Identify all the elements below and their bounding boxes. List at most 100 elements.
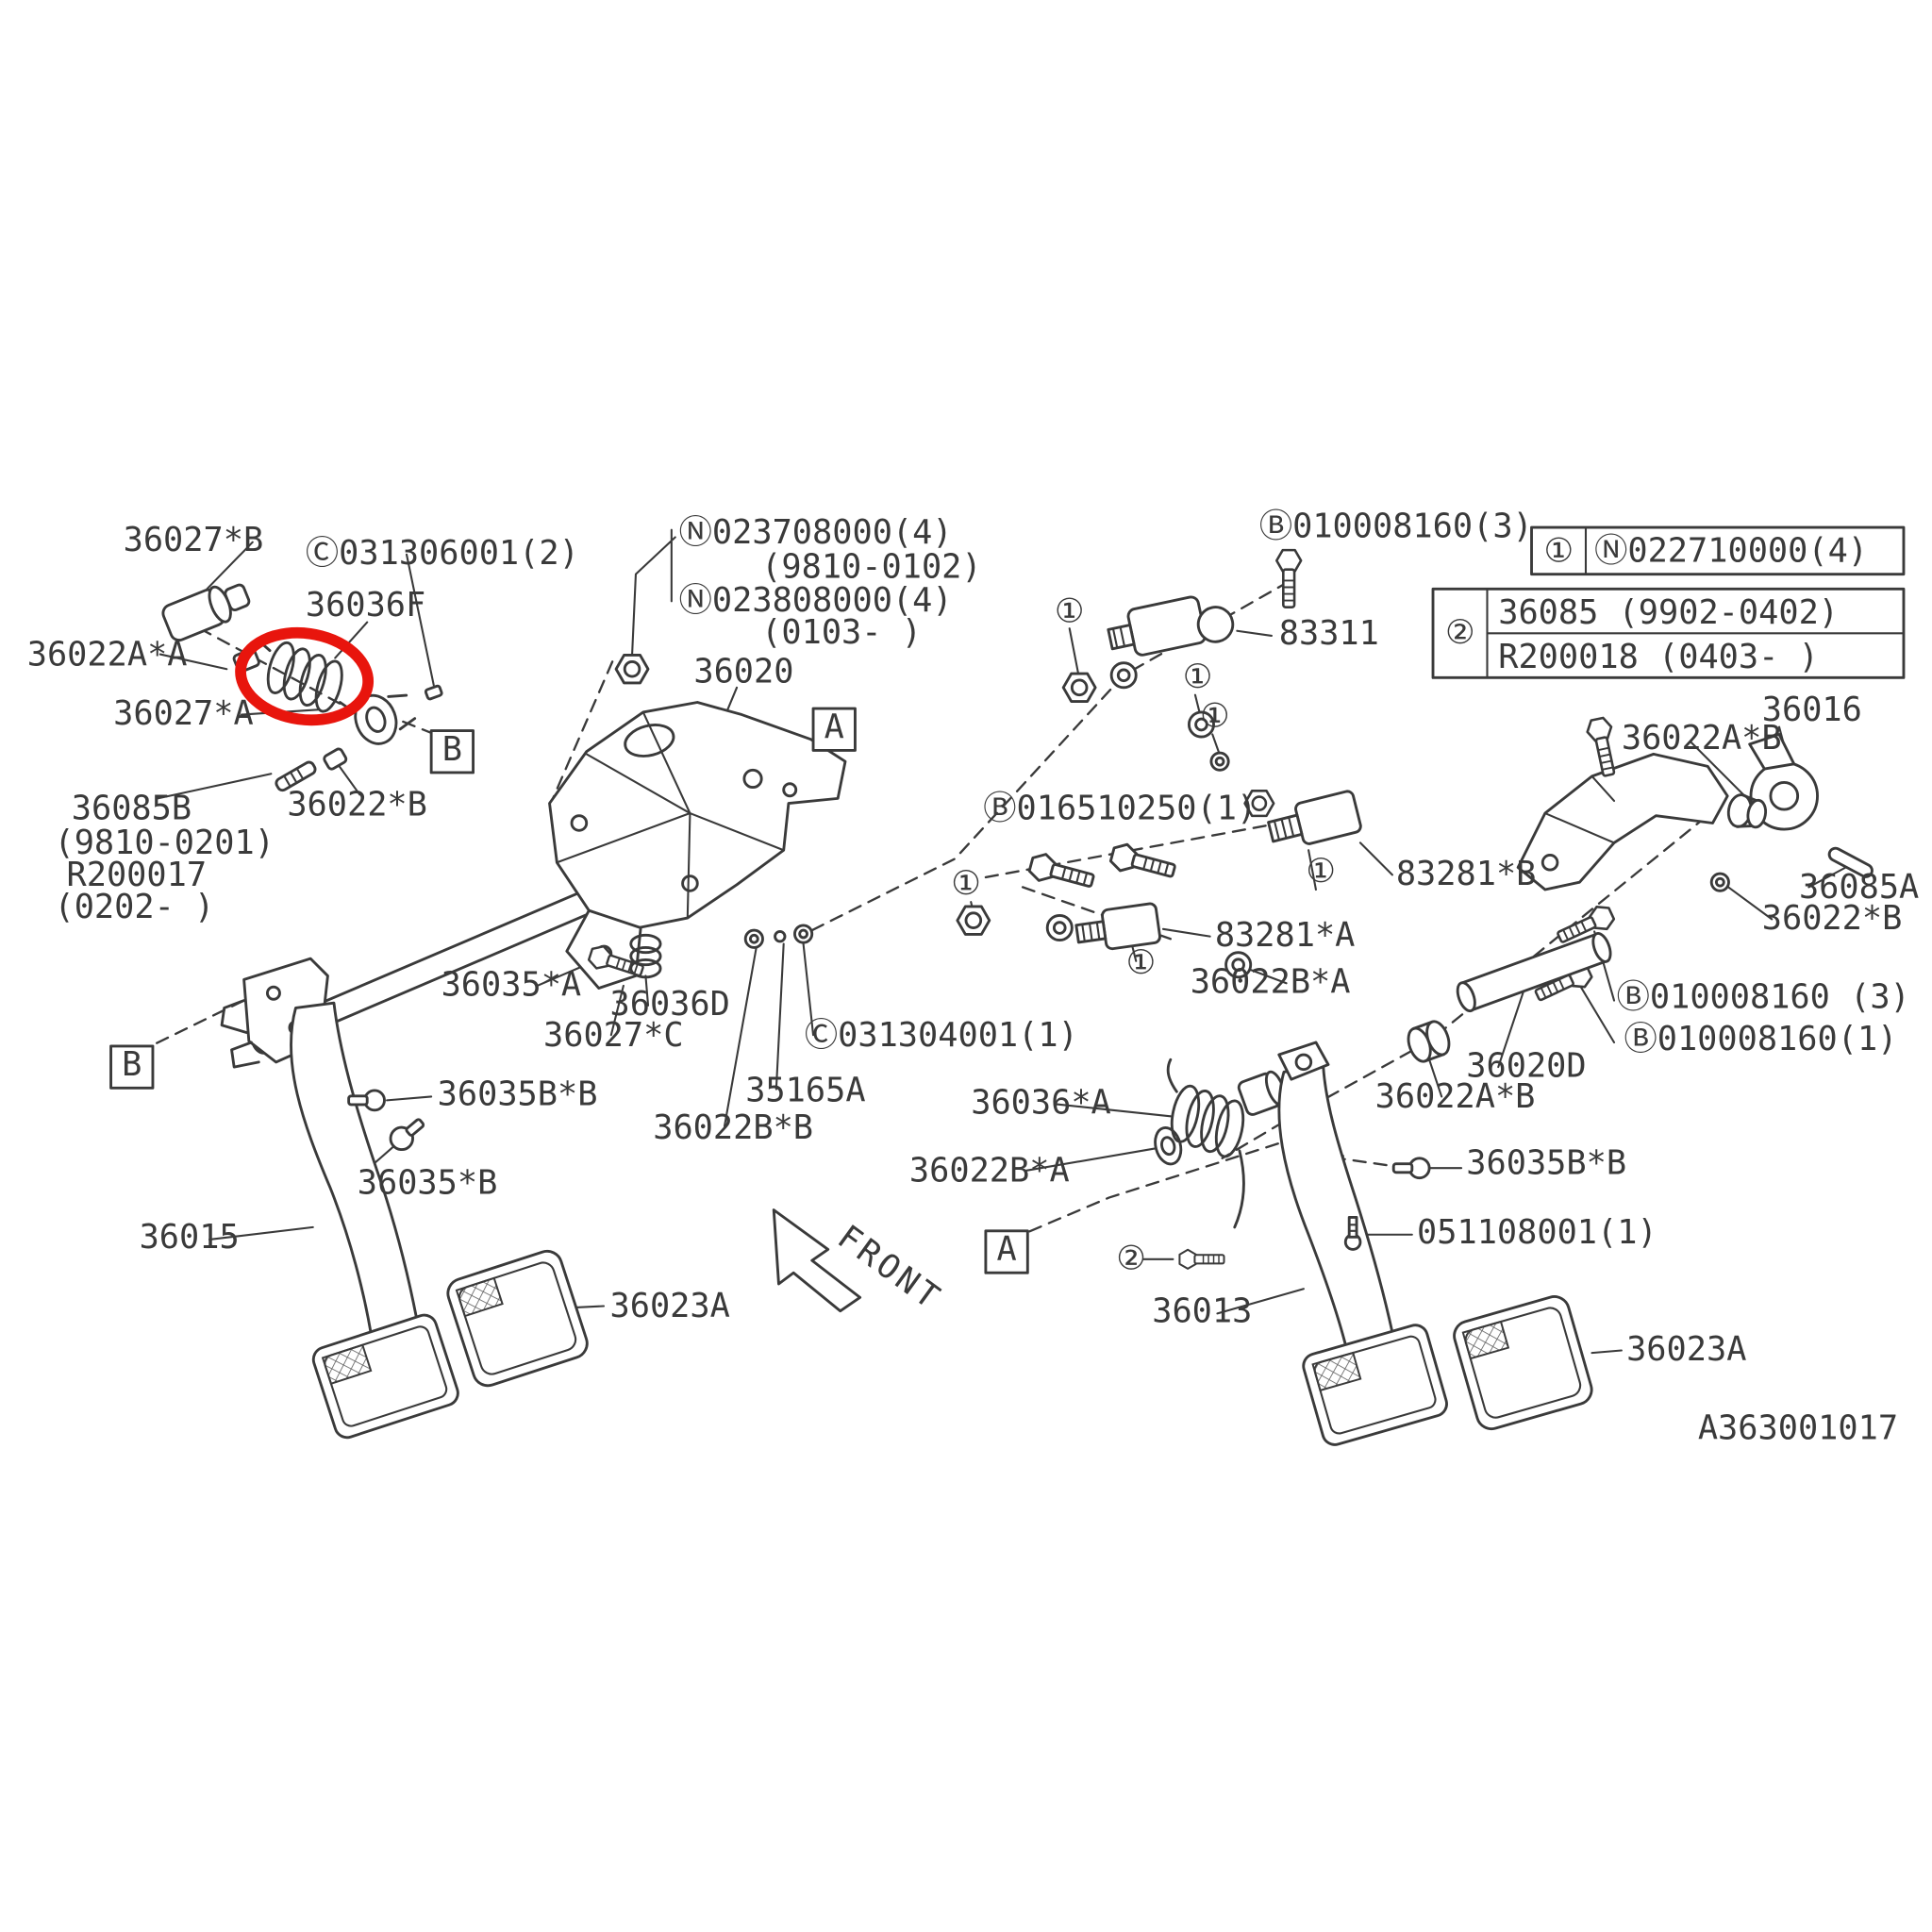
pin-36085A [1827, 846, 1874, 878]
small-hardware [347, 1089, 1431, 1270]
part-label: 36027*B [124, 521, 264, 559]
part-label: 36022B*A [1191, 963, 1351, 1002]
spring-36036A [1166, 1058, 1245, 1229]
legend-note2-row1: 36085 (9902-0402) [1498, 593, 1839, 632]
bushing-36027A [354, 693, 417, 745]
ref-letter: B [122, 1045, 142, 1084]
part-label: 83311 [1279, 614, 1379, 653]
pad-cover-left-36023A [446, 1249, 589, 1388]
switch-83311-group [1061, 548, 1362, 845]
shaft-36020D [1456, 932, 1612, 1013]
part-label: Ⓑ010008160(1) [1624, 1020, 1897, 1058]
legend-note1-index: ① [1543, 532, 1574, 571]
part-label: 36085A [1799, 868, 1919, 907]
ref-letter: A [996, 1230, 1016, 1269]
part-label: 36022A*B [1622, 719, 1782, 758]
bushing-36022BA-2 [1154, 1126, 1183, 1166]
part-label: (0103- ) [761, 613, 922, 652]
part-label: Ⓑ010008160 (3) [1617, 977, 1910, 1016]
middle-fastener-group [956, 840, 1253, 979]
part-label: 36022B*B [653, 1108, 813, 1147]
part-label: R200017 [67, 856, 208, 894]
pin-small [424, 684, 443, 701]
part-label: ① [1126, 943, 1157, 982]
pedal-bracket-36020 [548, 701, 847, 990]
part-label: 36035*A [441, 965, 582, 1004]
switch-83281A [1074, 902, 1161, 951]
bushing-36022AB-top [1726, 793, 1768, 829]
part-label: 36022A*B [1375, 1077, 1536, 1116]
part-label: 36035B*B [1466, 1144, 1626, 1183]
part-label: ② [1116, 1239, 1146, 1277]
ref-box [109, 1044, 155, 1090]
stopper-36035B [389, 1118, 425, 1152]
part-label: 36022B*A [909, 1152, 1070, 1191]
part-label: Ⓝ023808000(4) [679, 581, 953, 620]
part-label: (0202- ) [54, 888, 214, 926]
center-hardware [586, 654, 814, 984]
part-label: 36020 [693, 653, 793, 691]
drawing-number: A363001017 [1698, 1409, 1898, 1448]
part-label: Ⓑ010008160(3) [1259, 507, 1533, 545]
bushing-36022AB-mid [1407, 1020, 1451, 1063]
legend: ① Ⓝ022710000(4) ② 36085 (9902-0402) R200… [1431, 525, 1906, 679]
highlight-oval [235, 626, 375, 726]
part-label: 36023A [610, 1287, 730, 1325]
clutch-pedal-pad [311, 1313, 459, 1440]
front-arrow [772, 1208, 862, 1313]
part-label: 36022*B [1762, 899, 1903, 938]
part-label: 36036*A [971, 1084, 1111, 1123]
leader-lines [157, 528, 1847, 1355]
pedal-bracket-right [1516, 752, 1729, 891]
part-label: Ⓒ031304001(1) [805, 1016, 1078, 1055]
part-label: 35165A [745, 1072, 865, 1110]
switch-83281B [1267, 790, 1362, 845]
stopper-36027B [161, 583, 251, 642]
plate-36016 [1748, 733, 1819, 831]
pad-cover-right-36023A [1453, 1295, 1593, 1431]
part-label: 36022A*A [27, 635, 188, 674]
part-label: (9810-0102) [761, 548, 981, 587]
part-label: Ⓑ016510250(1) [983, 790, 1257, 828]
ref-letter: B [442, 730, 462, 769]
assembly-axis-lines [137, 580, 1724, 1241]
part-label: (9810-0201) [54, 824, 274, 862]
brake-pedal-pad [1302, 1324, 1448, 1446]
brake-pedal-assembly [1154, 715, 1874, 1446]
ref-box [811, 707, 857, 752]
front-direction: FRONT [772, 1208, 949, 1319]
part-label: 83281*A [1215, 916, 1356, 955]
part-label: 36020D [1466, 1047, 1586, 1086]
ref-letter: A [824, 708, 844, 746]
legend-note2-row2: R200018 (0403- ) [1498, 638, 1819, 676]
clutch-pedal-assembly [220, 852, 682, 1440]
part-label: ① [1306, 852, 1336, 891]
spring-36036D [629, 933, 662, 979]
part-label: ① [1055, 592, 1085, 631]
ref-box [429, 729, 475, 774]
legend-note2-index: ② [1445, 613, 1475, 652]
part-label: ① [1200, 697, 1230, 736]
part-label: 36035B*B [438, 1075, 598, 1114]
part-labels: 36027*B Ⓒ031306001(2) 36036F 36022A*A 36027*… [27, 507, 1920, 1368]
switch-83311 [1107, 595, 1235, 657]
pin-36022B [323, 747, 348, 771]
boss-36022BA [1237, 1070, 1287, 1116]
part-label: 051108001(1) [1417, 1213, 1657, 1252]
part-label: 36013 [1152, 1291, 1252, 1330]
part-label: ① [1183, 658, 1213, 696]
part-label: ① [951, 864, 981, 903]
part-label: 36023A [1626, 1330, 1746, 1369]
part-label: 36036F [306, 586, 425, 625]
part-label: Ⓝ023708000(4) [679, 513, 953, 552]
part-label: 36022*B [287, 786, 427, 824]
part-label: 36027*C [543, 1016, 684, 1055]
part-label: 36035*B [358, 1164, 498, 1203]
part-label: 36016 [1762, 691, 1862, 729]
part-label: 36027*A [113, 694, 254, 733]
part-label: 36085B [72, 790, 192, 828]
part-label: Ⓒ031306001(2) [306, 534, 579, 573]
part-label: 83281*B [1396, 855, 1537, 893]
